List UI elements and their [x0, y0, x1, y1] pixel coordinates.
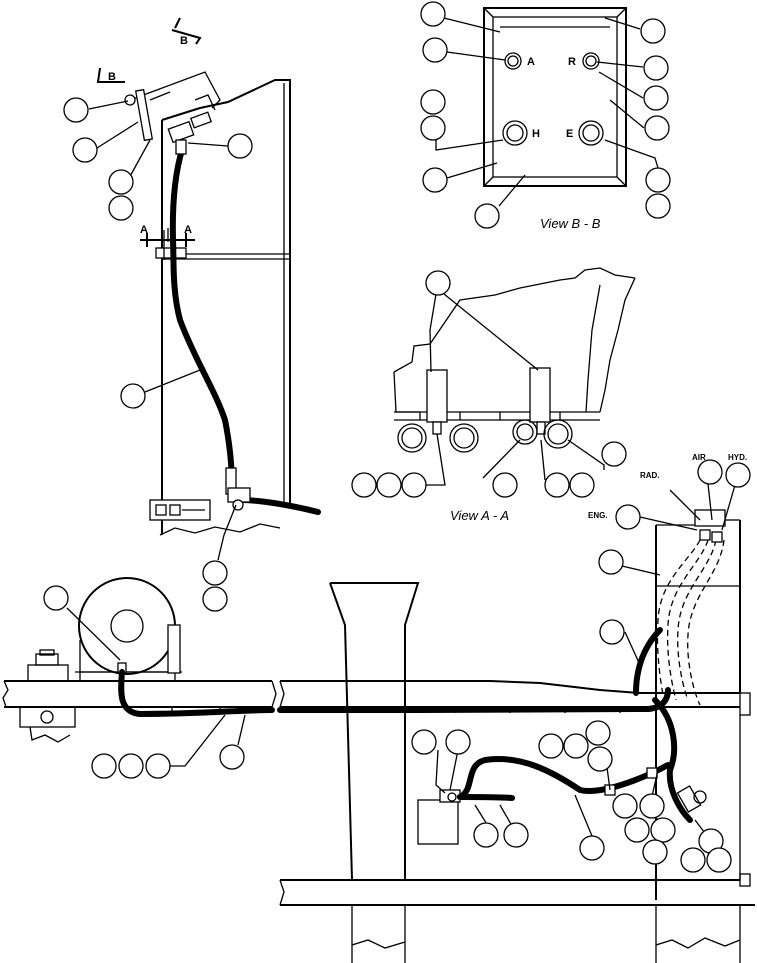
- port-r-label: R: [568, 56, 576, 68]
- callout-circle: [643, 85, 669, 111]
- reservoir: [417, 756, 671, 845]
- callout-circle: [351, 472, 377, 498]
- callout-circle: [569, 472, 595, 498]
- view-a-leaders: [426, 293, 605, 486]
- callout-circle: [579, 835, 605, 861]
- callout-circle: [118, 753, 144, 779]
- callout-circle: [108, 195, 134, 221]
- callout-circle: [227, 133, 253, 159]
- callout-circle: [420, 1, 446, 27]
- callout-circle: [601, 441, 627, 467]
- callout-circle: [108, 169, 134, 195]
- section-a-right-label: A: [184, 224, 192, 236]
- callout-circle: [202, 586, 228, 612]
- callout-circle: [612, 793, 638, 819]
- callout-circle: [474, 203, 500, 229]
- view-b-leaders: [435, 17, 659, 207]
- callout-circle: [624, 817, 650, 843]
- callout-circle: [425, 270, 451, 296]
- lower-leaders: [66, 483, 736, 842]
- callout-circle: [563, 733, 589, 759]
- callout-circle: [645, 167, 671, 193]
- callout-circle: [725, 462, 751, 488]
- callout-circle: [91, 753, 117, 779]
- upper-hose: [124, 88, 321, 515]
- callout-circle: [680, 847, 706, 873]
- callout-circle: [422, 167, 448, 193]
- view-b-panel: [483, 7, 627, 187]
- cab-post: [129, 71, 291, 536]
- callout-circle: [422, 37, 448, 63]
- callout-circle: [640, 18, 666, 44]
- callout-circle: [538, 733, 564, 759]
- callout-circle: [492, 472, 518, 498]
- tag-eng: ENG.: [588, 511, 608, 520]
- callout-circle: [587, 746, 613, 772]
- callout-circle: [420, 115, 446, 141]
- callout-circle: [645, 193, 671, 219]
- view-a-section: [393, 267, 636, 453]
- view-a-title: View A - A: [450, 508, 509, 523]
- main-frame: [2, 519, 755, 963]
- view-b-title: View B - B: [540, 216, 601, 231]
- tag-hyd: HYD.: [728, 453, 747, 462]
- callout-circle: [401, 472, 427, 498]
- port-e-label: E: [566, 128, 573, 140]
- upper-left-leaders: [88, 100, 237, 561]
- section-b-top-label: B: [180, 35, 188, 47]
- callout-circle: [598, 549, 624, 575]
- tag-air: AIR: [692, 453, 706, 462]
- frame-hoses: [118, 509, 726, 823]
- callout-circle: [503, 822, 529, 848]
- port-a-label: A: [527, 56, 535, 68]
- tag-rad: RAD.: [640, 471, 660, 480]
- callout-circle: [445, 729, 471, 755]
- callout-circle: [585, 720, 611, 746]
- section-b-left-label: B: [108, 71, 116, 83]
- callout-circle: [615, 504, 641, 530]
- callout-circle: [120, 383, 146, 409]
- section-a-left-label: A: [140, 224, 148, 236]
- callout-circle: [643, 55, 669, 81]
- section-markers: [96, 17, 202, 247]
- callout-circle: [411, 729, 437, 755]
- callout-circle: [420, 89, 446, 115]
- callout-circle: [544, 472, 570, 498]
- callout-circle: [219, 744, 245, 770]
- callout-circle: [642, 839, 668, 865]
- callout-circle: [72, 137, 98, 163]
- callout-circle: [639, 793, 665, 819]
- callout-circle: [473, 822, 499, 848]
- callout-circle: [376, 472, 402, 498]
- callout-circle: [650, 817, 676, 843]
- callout-circle: [145, 753, 171, 779]
- callout-balloons: [43, 1, 751, 873]
- callout-circle: [599, 619, 625, 645]
- callout-circle: [706, 847, 732, 873]
- port-h-label: H: [532, 128, 540, 140]
- callout-circle: [63, 97, 89, 123]
- callout-circle: [202, 560, 228, 586]
- callout-circle: [43, 585, 69, 611]
- callout-circle: [644, 115, 670, 141]
- callout-circle: [697, 459, 723, 485]
- pump-reel: [27, 577, 182, 682]
